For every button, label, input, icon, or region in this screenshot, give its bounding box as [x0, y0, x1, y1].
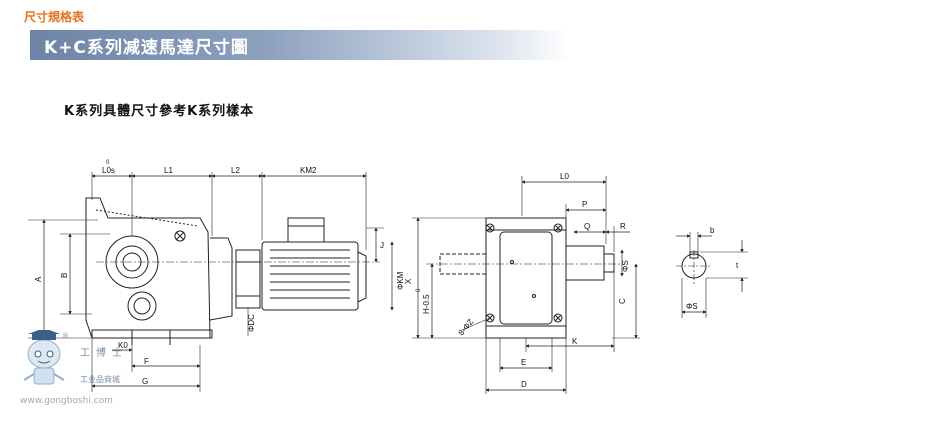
dim-h: H-0.5	[422, 294, 431, 314]
dim-p: P	[582, 200, 587, 209]
title-banner: K+C系列减速馬達尺寸圖	[30, 30, 570, 60]
dim-x: X	[404, 278, 413, 284]
side-view	[28, 172, 394, 392]
dim-l0s-sup: 0	[106, 160, 110, 166]
dim-h-sup: 0	[416, 288, 422, 292]
dim-l1: L1	[164, 166, 173, 175]
dim-k0: K0	[118, 341, 128, 350]
dim-e: E	[521, 358, 526, 367]
watermark-sub: 工业品商城	[80, 375, 120, 384]
drawing-subtitle: K系列具體尺寸參考K系列樣本	[64, 104, 255, 119]
dim-b: B	[60, 273, 69, 278]
terminal-box	[287, 217, 325, 243]
shaft-detail	[676, 232, 748, 318]
watermark-brand: 工博士	[80, 348, 128, 359]
dim-l0: L0	[560, 172, 569, 181]
dim-phi-s2: ΦS	[686, 302, 698, 311]
section-label: 尺寸規格表	[24, 10, 85, 24]
dim-phi-km: ΦKM	[396, 271, 405, 290]
dim-l0s: L0s	[102, 166, 115, 175]
dim-c: C	[618, 298, 627, 304]
front-view	[412, 176, 640, 394]
dim-f: F	[144, 357, 149, 366]
dim-l2: L2	[231, 166, 240, 175]
mascot-icon	[23, 330, 65, 385]
dim-j: J	[380, 241, 384, 250]
dim-b-small: b	[710, 226, 715, 235]
page-title: K+C系列减速馬達尺寸圖	[44, 38, 249, 58]
dim-d: D	[521, 380, 527, 389]
dim-a: A	[34, 276, 43, 282]
dim-r: R	[620, 222, 626, 231]
dim-phi-dc: ΦDC	[247, 314, 256, 332]
dim-q: Q	[584, 222, 590, 231]
dim-bolt: 8-ΦZ	[457, 317, 476, 337]
watermark-url: www.gongboshi.com	[20, 396, 113, 406]
dim-phi-s: ΦS	[621, 260, 630, 272]
adapter-flange	[235, 249, 261, 309]
motor-body	[261, 241, 359, 311]
watermark-reg: ®	[62, 332, 69, 340]
dim-km2: KM2	[300, 166, 317, 175]
gearbox-base	[91, 329, 213, 339]
dim-t: t	[736, 261, 739, 270]
dim-g: G	[142, 377, 148, 386]
dim-k: K	[572, 337, 578, 346]
gearbox-housing	[85, 197, 211, 339]
watermark-logo: ® 工博士 工业品商城 www.gongboshi.com	[18, 330, 158, 410]
